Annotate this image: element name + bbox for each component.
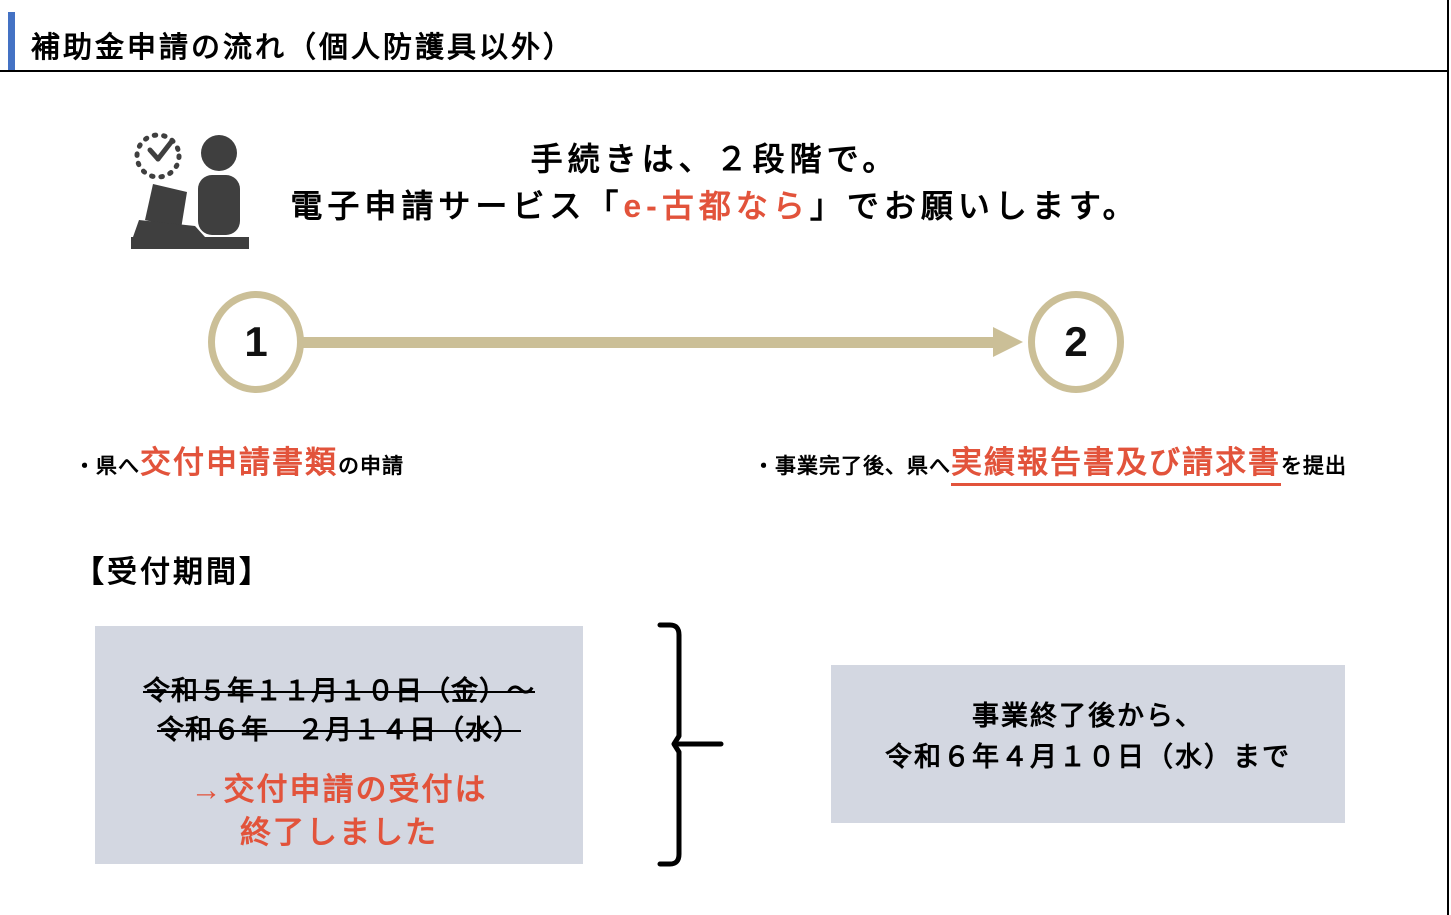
- intro-line1: 手続きは、２段階で。: [530, 141, 900, 177]
- right-brace-icon: [657, 622, 724, 867]
- flow-arrow-head-icon: [993, 327, 1023, 357]
- step2-highlight: 実績報告書及び請求書: [951, 437, 1281, 486]
- page-title: 補助金申請の流れ（個人防護具以外）: [31, 32, 576, 64]
- reception-period-heading: 【受付期間】: [74, 556, 272, 589]
- flow-arrow-line: [300, 337, 993, 348]
- reception-closed-notice: →交付申請の受付は 終了しました: [190, 772, 488, 850]
- intro-line2: 電子申請サービス「e-古都なら」でお願いします。: [290, 188, 1140, 224]
- flow-step-2-circle: 2: [1028, 291, 1124, 393]
- step2-label: ・事業完了後、県へ実績報告書及び請求書を提出: [753, 437, 1347, 486]
- service-name-highlight: e-古都なら: [623, 188, 810, 224]
- deadline-line2: 令和６年４月１０日（水）まで: [885, 742, 1291, 772]
- flow-step-1-circle: 1: [208, 291, 304, 393]
- step1-label: ・県へ交付申請書類の申請: [74, 437, 404, 482]
- old-period-strikethrough: 令和５年１１月１０日（金）～ 令和６年 ２月１４日（水）: [143, 676, 535, 745]
- report-deadline-box: 事業終了後から、 令和６年４月１０日（水）まで: [831, 665, 1345, 823]
- intro-text: 手続きは、２段階で。 電子申請サービス「e-古都なら」でお願いします。: [270, 136, 1160, 230]
- step1-highlight: 交付申請書類: [140, 445, 338, 480]
- person-at-laptop-with-clock-icon: [131, 132, 249, 249]
- header-divider: [0, 70, 1449, 72]
- application-period-box: 令和５年１１月１０日（金）～ 令和６年 ２月１４日（水） →交付申請の受付は 終…: [95, 626, 583, 864]
- right-border-line: [1447, 0, 1449, 915]
- deadline-line1: 事業終了後から、: [972, 701, 1204, 731]
- title-accent-bar: [8, 12, 15, 70]
